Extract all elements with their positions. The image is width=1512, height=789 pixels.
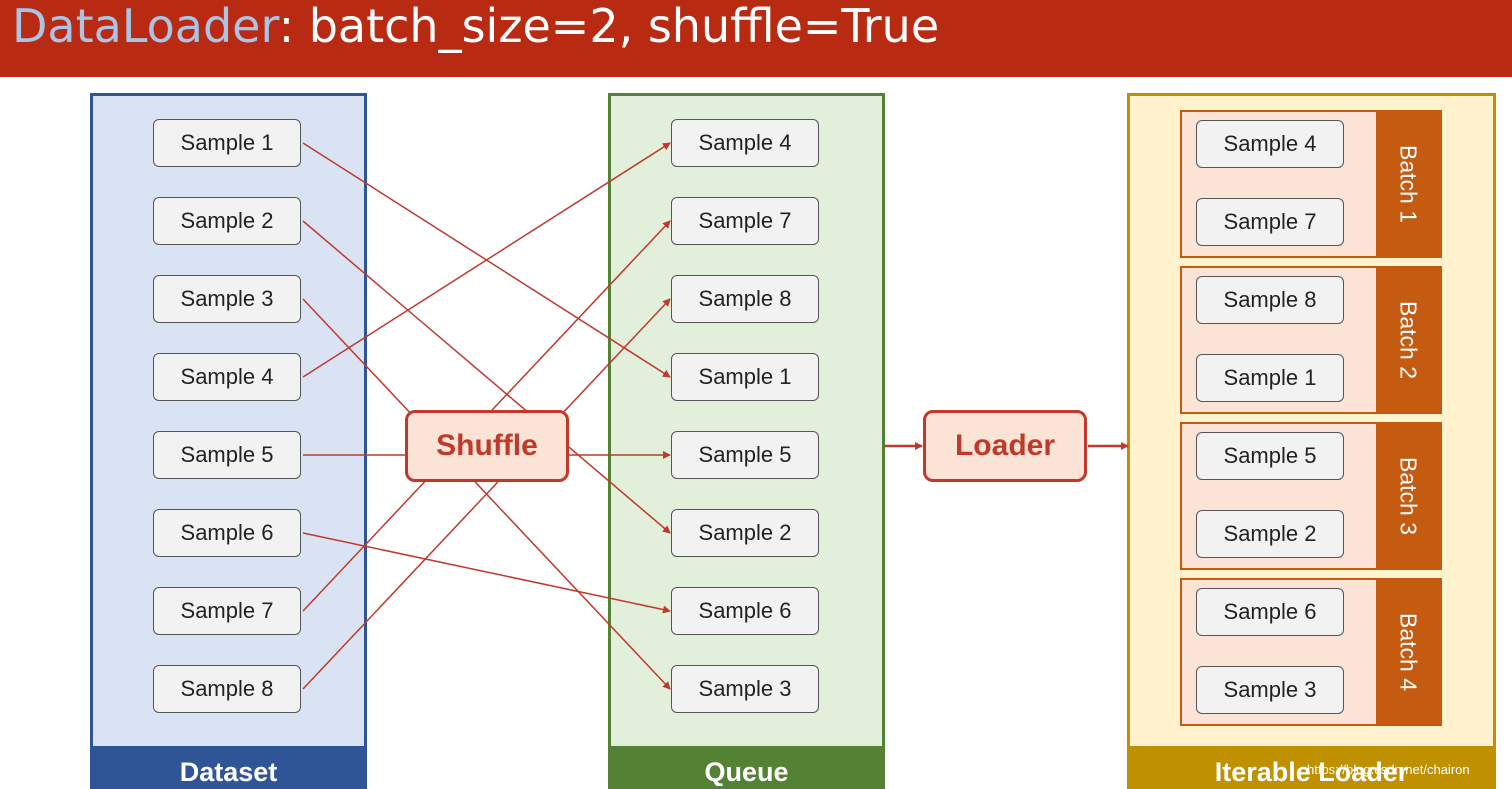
batch-tab: Batch 2 (1376, 268, 1440, 412)
queue-sample: Sample 3 (671, 665, 819, 713)
batch-sample: Sample 1 (1196, 354, 1344, 402)
loader-box: Loader (923, 410, 1087, 482)
batch-sample: Sample 6 (1196, 588, 1344, 636)
queue-sample: Sample 4 (671, 119, 819, 167)
queue-sample: Sample 5 (671, 431, 819, 479)
batch-tab: Batch 1 (1376, 112, 1440, 256)
dataset-sample: Sample 8 (153, 665, 301, 713)
arrow-sample8-to-queue (302, 298, 671, 690)
arrow-sample2-to-queue (302, 220, 671, 534)
title-params: : batch_size=2, shuffle=True (278, 0, 940, 53)
iterable-loader-label: Iterable Loader (1127, 746, 1496, 786)
title-bar: DataLoader: batch_size=2, shuffle=True (0, 0, 1512, 77)
queue-label: Queue (608, 746, 885, 786)
queue-sample: Sample 1 (671, 353, 819, 401)
title-keyword: DataLoader (12, 0, 279, 53)
dataset-sample: Sample 2 (153, 197, 301, 245)
batch-tab: Batch 3 (1376, 424, 1440, 568)
page-title: DataLoader: batch_size=2, shuffle=True (12, 0, 939, 54)
dataset-sample: Sample 7 (153, 587, 301, 635)
arrow-sample4-to-queue (302, 142, 671, 378)
queue-sample: Sample 2 (671, 509, 819, 557)
batch-sample: Sample 5 (1196, 432, 1344, 480)
dataset-sample: Sample 1 (153, 119, 301, 167)
arrow-sample6-to-queue (302, 532, 671, 614)
watermark-text: https://blog.csdn.net/chairon (1307, 762, 1470, 777)
batch-sample: Sample 3 (1196, 666, 1344, 714)
queue-sample: Sample 7 (671, 197, 819, 245)
batch-sample: Sample 7 (1196, 198, 1344, 246)
queue-sample: Sample 8 (671, 275, 819, 323)
dataset-sample: Sample 4 (153, 353, 301, 401)
batch-sample: Sample 4 (1196, 120, 1344, 168)
dataset-sample: Sample 3 (153, 275, 301, 323)
batch-sample: Sample 8 (1196, 276, 1344, 324)
batch-tab: Batch 4 (1376, 580, 1440, 724)
dataset-label: Dataset (90, 746, 367, 786)
shuffle-box: Shuffle (405, 410, 569, 482)
dataset-sample: Sample 6 (153, 509, 301, 557)
dataset-sample: Sample 5 (153, 431, 301, 479)
batch-sample: Sample 2 (1196, 510, 1344, 558)
queue-sample: Sample 6 (671, 587, 819, 635)
